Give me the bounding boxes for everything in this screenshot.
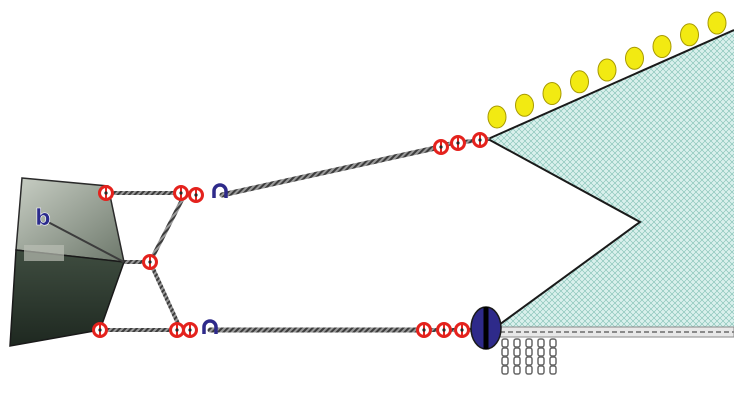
shackle-icon: [454, 322, 470, 338]
chain-weight-icon: [525, 338, 533, 375]
upper-swivel-icon: [212, 183, 228, 198]
shackle-icon: [472, 132, 488, 148]
float-icon: [487, 105, 507, 129]
float-icon: [515, 93, 534, 117]
float-icon: [570, 70, 589, 94]
net-wing-edge: [487, 138, 642, 334]
chain-weight-icon: [537, 338, 545, 375]
otter-board-icon: [9, 177, 126, 347]
upper-warp: [219, 144, 443, 198]
swivels: [202, 183, 228, 334]
float-icon: [542, 82, 562, 105]
float-icon: [680, 23, 699, 47]
upper-backstrop: [148, 194, 186, 264]
shackle-icon: [142, 254, 158, 270]
chain-weights: [501, 338, 557, 375]
chain-weight-icon: [513, 338, 521, 375]
float-icon: [652, 35, 672, 58]
shackle-icon: [92, 322, 108, 338]
headline-floats: [487, 11, 727, 129]
float-icon: [625, 46, 644, 70]
net-headline: [487, 29, 734, 140]
chain-weight-icon: [501, 338, 509, 375]
bridles-and-warps: [98, 137, 490, 333]
shackle-icon: [188, 187, 204, 203]
shackle-icon: [173, 185, 189, 201]
shackle-icon: [436, 322, 452, 338]
shackle-icon: [450, 135, 466, 151]
shackle-icon: [416, 322, 432, 338]
float-icon: [707, 11, 727, 35]
footrope-chain: [499, 326, 734, 338]
shackle-icon: [169, 322, 185, 338]
shackle-icon: [98, 185, 114, 201]
lower-backstrop: [148, 260, 182, 330]
trawl-net: [487, 29, 734, 334]
shackle-icon: [182, 322, 198, 338]
shackles: [92, 132, 488, 338]
bobbin-icon: [470, 306, 502, 350]
chain-weight-icon: [549, 338, 557, 375]
float-icon: [597, 58, 617, 82]
otter-board-label: b: [35, 206, 51, 231]
net-mesh-body: [488, 30, 734, 333]
lower-swivel-icon: [202, 319, 218, 334]
shackle-icon: [433, 139, 449, 155]
